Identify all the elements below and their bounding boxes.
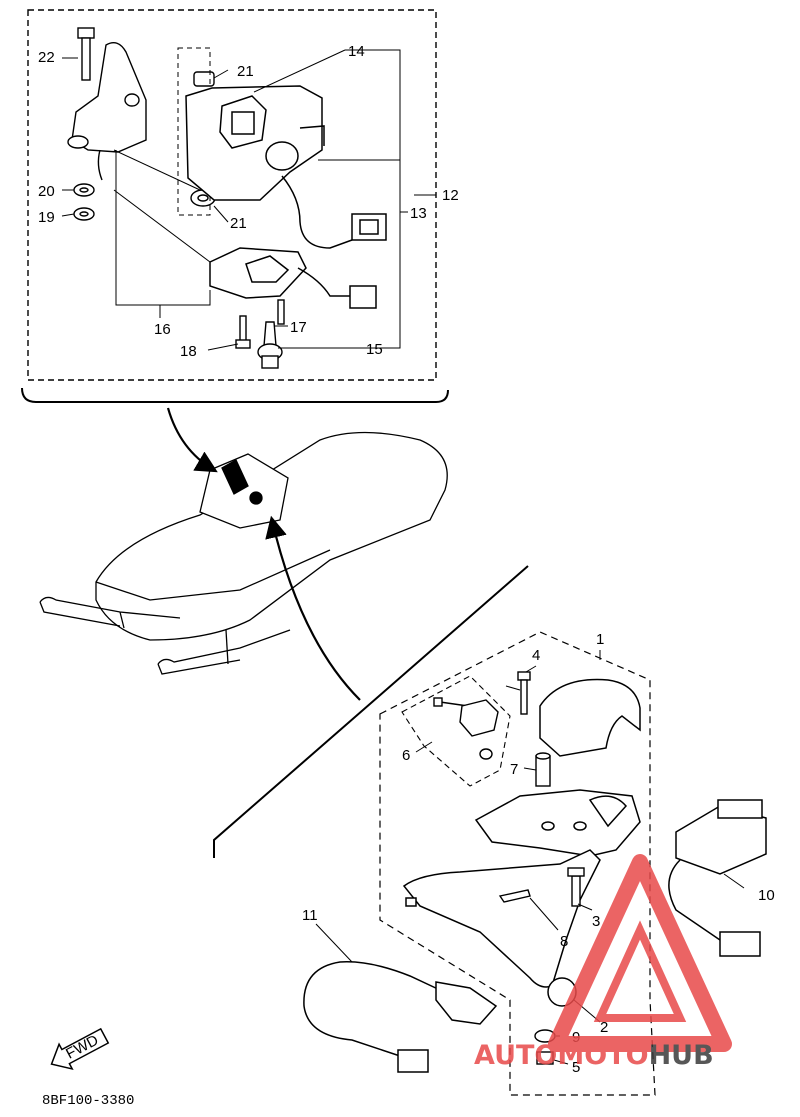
snowmobile-outline	[39, 431, 448, 675]
callout-7: 7	[510, 761, 518, 778]
callout-1: 1	[596, 631, 604, 648]
cover-1	[539, 678, 641, 757]
fwd-arrow	[50, 1027, 110, 1071]
collar-7	[535, 752, 551, 787]
callout-14: 14	[348, 43, 365, 60]
watermark-hub: HUB	[649, 1040, 714, 1071]
svg-text:AUTOMOTOHUB: AUTOMOTOHUB	[474, 1040, 714, 1071]
throttle-case-14	[185, 85, 325, 201]
callout-21a: 21	[237, 63, 254, 80]
watermark-logo: AUTOMOTOHUB	[474, 854, 732, 1071]
callout-6: 6	[402, 747, 410, 764]
callout-13: 13	[410, 205, 427, 222]
watermark-moto: MOTO	[557, 1040, 648, 1071]
callout-11: 11	[302, 907, 318, 924]
callout-22: 22	[38, 49, 55, 66]
cable-13	[281, 175, 387, 249]
screw-17	[277, 299, 285, 325]
nut-19	[73, 207, 95, 221]
callout-16: 16	[154, 321, 171, 338]
callout-20: 20	[38, 183, 55, 200]
bolt-22	[77, 27, 95, 81]
callout-5: 5	[572, 1059, 580, 1076]
housing-base	[474, 789, 641, 857]
pointer-arrow-bottom	[265, 515, 361, 701]
divider-line	[213, 565, 529, 858]
callout-21b: 21	[230, 215, 247, 232]
callout-12: 12	[442, 187, 459, 204]
callout-10: 10	[758, 887, 775, 904]
lower-assembly-frame	[379, 631, 656, 1096]
callout-19: 19	[38, 209, 55, 226]
callout-17: 17	[290, 319, 307, 336]
switch-housing-16	[209, 247, 377, 309]
screw-18	[235, 315, 251, 349]
screw-15	[257, 321, 283, 369]
top-inset-panel	[21, 9, 449, 403]
part-code: 8BF100-3380	[42, 1093, 134, 1109]
callout-2: 2	[600, 1019, 608, 1036]
part-6-block	[433, 697, 499, 760]
watermark-auto: AUTO	[474, 1040, 557, 1071]
pointer-arrow-top	[166, 407, 218, 473]
callout-15: 15	[366, 341, 383, 358]
lever-2	[402, 849, 601, 1007]
callout-8: 8	[560, 933, 568, 950]
leader-lines-top	[61, 49, 436, 351]
washer-20	[73, 183, 95, 197]
callout-3: 3	[592, 913, 600, 930]
callout-4: 4	[532, 647, 540, 664]
throttle-bracket	[67, 42, 147, 181]
screw-8	[498, 889, 531, 903]
screw-3	[567, 867, 585, 907]
nut-5	[536, 1051, 554, 1065]
group-6-frame	[401, 675, 511, 787]
sensor-10	[668, 799, 767, 957]
callout-18: 18	[180, 343, 197, 360]
fwd-label: FWD	[63, 1032, 101, 1063]
harness-11	[303, 961, 498, 1073]
screw-4	[517, 671, 531, 715]
